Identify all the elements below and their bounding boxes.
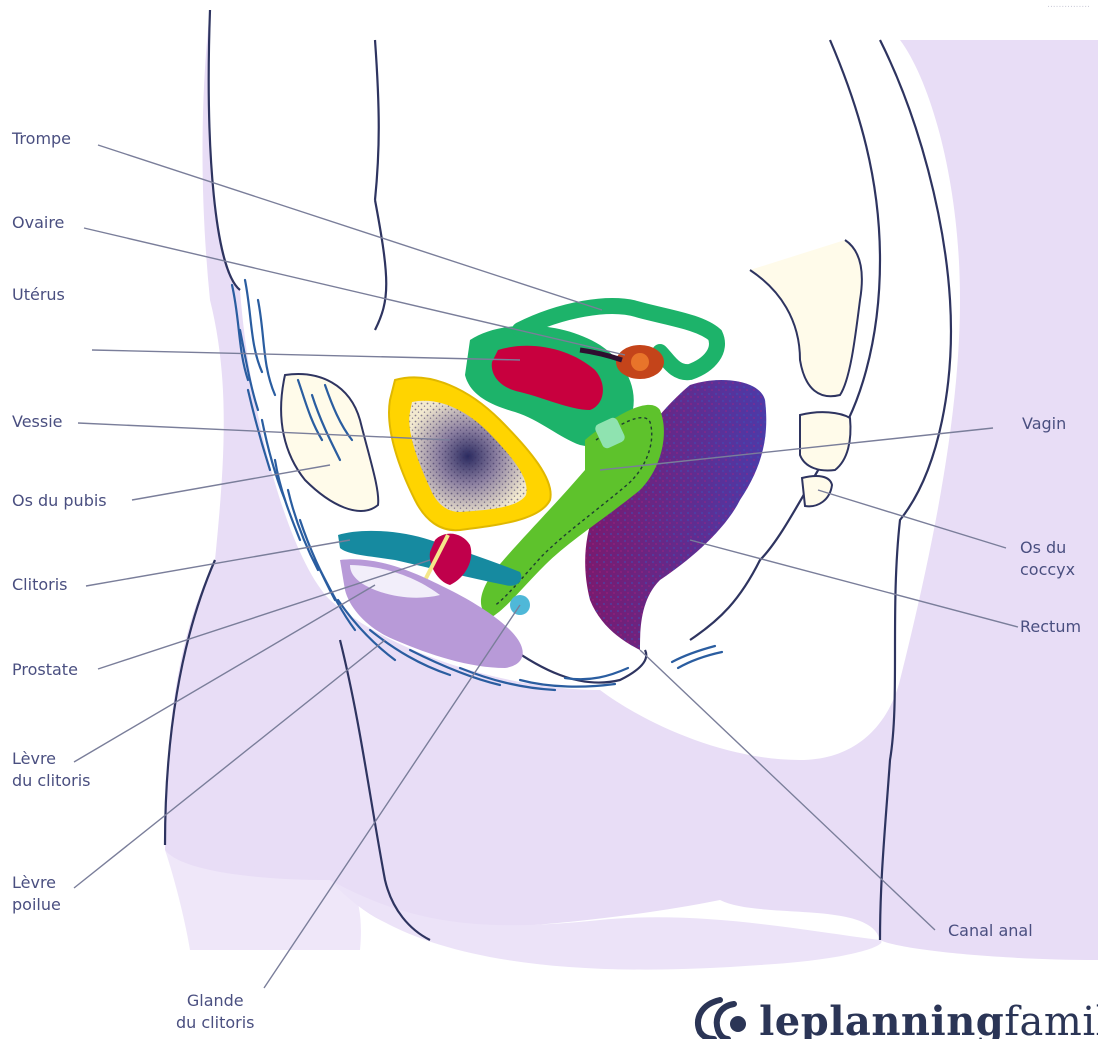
- label-levre-clitoris-line2: du clitoris: [12, 770, 91, 792]
- label-vagin: Vagin: [1022, 413, 1066, 435]
- label-vessie: Vessie: [12, 411, 63, 433]
- label-uterus: Utérus: [12, 284, 65, 306]
- label-levre-clitoris-line1: Lèvre: [12, 748, 91, 770]
- label-levre-clitoris: Lèvre du clitoris: [12, 748, 91, 792]
- label-levre-poilue-line1: Lèvre: [12, 872, 61, 894]
- label-ovaire: Ovaire: [12, 212, 64, 234]
- label-glande-line2: du clitoris: [176, 1012, 255, 1034]
- label-trompe: Trompe: [12, 128, 71, 150]
- coccyx-bones: [750, 240, 862, 506]
- label-levre-poilue: Lèvre poilue: [12, 872, 61, 916]
- label-glande-clitoris: Glande du clitoris: [176, 990, 255, 1034]
- leader-uterus: [92, 350, 520, 360]
- label-coccyx-line2: coccyx: [1020, 559, 1075, 581]
- label-glande-line1: Glande: [176, 990, 255, 1012]
- logo-text-le: le: [759, 998, 801, 1039]
- label-os-pubis: Os du pubis: [12, 490, 107, 512]
- logo-text-familial: famil: [1004, 999, 1098, 1039]
- logo-text: leplanningfamil: [759, 998, 1098, 1039]
- label-os-coccyx: Os du coccyx: [1020, 537, 1075, 581]
- label-coccyx-line1: Os du: [1020, 537, 1075, 559]
- logo-text-planning: planning: [801, 998, 1005, 1039]
- logo-mark-icon: [690, 996, 754, 1039]
- label-rectum: Rectum: [1020, 616, 1081, 638]
- leader-trompe: [98, 145, 602, 310]
- label-prostate: Prostate: [12, 659, 78, 681]
- label-clitoris: Clitoris: [12, 574, 67, 596]
- planning-familial-logo: leplanningfamil: [690, 996, 1098, 1039]
- label-canal-anal: Canal anal: [948, 920, 1033, 942]
- corner-watermark: ...............: [1047, 0, 1090, 10]
- label-levre-poilue-line2: poilue: [12, 894, 61, 916]
